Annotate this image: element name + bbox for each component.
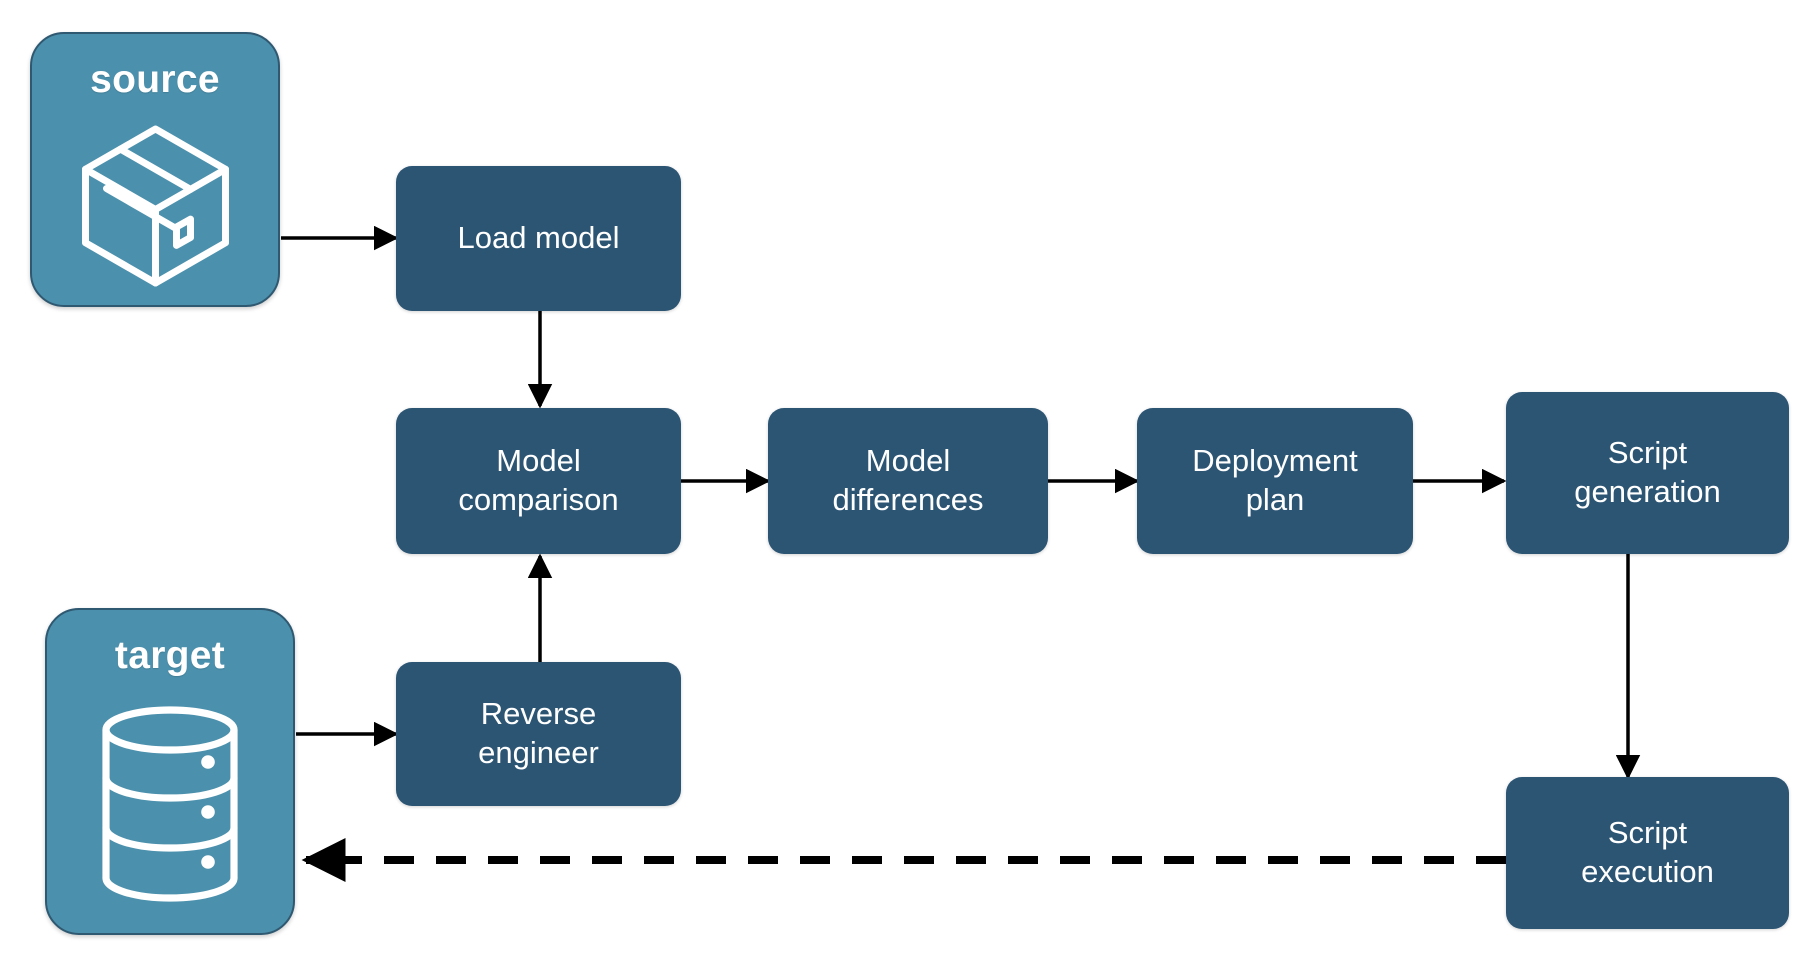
process-box-script-generation[interactable]: Script generation [1506, 392, 1789, 554]
process-box-deployment-plan[interactable]: Deployment plan [1137, 408, 1413, 554]
process-label-deployment-plan: Deployment plan [1192, 443, 1358, 517]
database-cylinder-icon [47, 675, 293, 933]
endpoint-label-source: source [90, 58, 220, 101]
process-label-reverse-engineer: Reverse engineer [478, 696, 599, 770]
endpoint-node-target[interactable]: target [45, 608, 295, 935]
package-box-icon [32, 99, 278, 305]
endpoint-label-target: target [114, 634, 226, 677]
process-box-model-differences[interactable]: Model differences [768, 408, 1048, 554]
process-box-reverse-engineer[interactable]: Reverse engineer [396, 662, 681, 806]
process-label-script-execution: Script execution [1581, 815, 1714, 889]
process-label-load-model: Load model [457, 220, 620, 256]
process-box-model-comparison[interactable]: Model comparison [396, 408, 681, 554]
process-box-load-model[interactable]: Load model [396, 166, 681, 311]
process-label-script-generation: Script generation [1574, 435, 1721, 509]
endpoint-node-source[interactable]: source [30, 32, 280, 307]
process-box-script-execution[interactable]: Script execution [1506, 777, 1789, 929]
process-label-model-differences: Model differences [832, 443, 984, 517]
process-label-model-comparison: Model comparison [458, 443, 619, 517]
